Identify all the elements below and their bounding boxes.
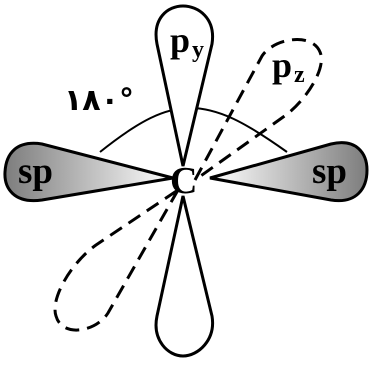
py-label-main: p — [170, 20, 190, 60]
pz-label-subscript: z — [294, 62, 305, 88]
sp-right-label: sp — [312, 151, 347, 192]
carbon-atom-label: C — [170, 160, 197, 202]
pz-label-main: p — [272, 45, 292, 85]
sp-left-label: sp — [18, 151, 53, 192]
py-lower-lobe — [156, 196, 212, 356]
py-label-subscript: y — [192, 37, 204, 63]
angle-label: ١٨٠° — [64, 83, 134, 118]
